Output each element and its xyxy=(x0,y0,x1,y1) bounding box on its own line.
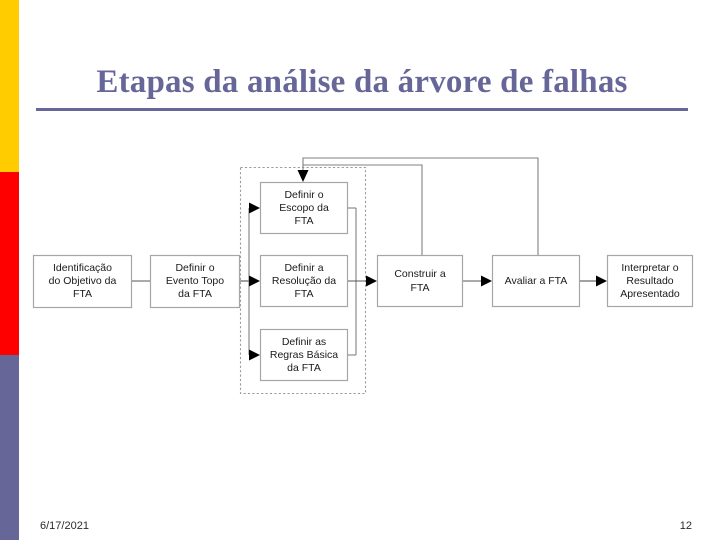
node-interpretar-resultado[interactable]: Interpretar o Resultado Apresentado xyxy=(606,254,694,308)
node-label-line: FTA xyxy=(294,288,313,300)
node-label-line: Regras Básica xyxy=(270,349,338,361)
footer-date: 6/17/2021 xyxy=(40,520,89,532)
node-label-line: Definir o xyxy=(175,262,214,274)
node-label-line: FTA xyxy=(410,282,429,294)
node-label-line: Definir o xyxy=(284,189,323,201)
arrow-bus-n3 xyxy=(249,202,260,214)
title-block: Etapas da análise da árvore de falhas xyxy=(36,62,688,111)
node-label-line: Definir a xyxy=(284,262,323,274)
accent-rail-slate xyxy=(0,355,19,540)
node-identificacao-objetivo[interactable]: Identificação do Objetivo da FTA xyxy=(32,254,133,309)
node-definir-escopo[interactable]: Definir o Escopo da FTA xyxy=(259,181,349,235)
node-label-line: da FTA xyxy=(287,362,321,374)
node-label-line: FTA xyxy=(294,215,313,227)
accent-rail-yellow xyxy=(0,0,19,172)
footer-page-number: 12 xyxy=(679,520,692,532)
node-label-line: Resolução da xyxy=(272,275,336,287)
arrow-n7-n8 xyxy=(596,275,607,287)
node-label-line: Definir as xyxy=(282,336,326,348)
node-label-line: do Objetivo da xyxy=(49,275,117,287)
node-label-line: Interpretar o xyxy=(621,262,678,274)
node-definir-regras-basicas[interactable]: Definir as Regras Básica da FTA xyxy=(259,328,349,382)
node-label-line: Resultado xyxy=(626,275,673,287)
arrow-bus-n6 xyxy=(366,275,377,287)
node-avaliar-fta[interactable]: Avaliar a FTA xyxy=(491,254,581,308)
node-label-line: Evento Topo xyxy=(166,275,224,287)
node-label-line: FTA xyxy=(73,288,92,300)
node-label-line: Avaliar a FTA xyxy=(505,275,568,287)
feedback-n7-to-n3 xyxy=(302,157,539,255)
arrow-n6-n7 xyxy=(481,275,492,287)
arrow-bus-n5 xyxy=(249,349,260,361)
title-underline xyxy=(36,108,688,111)
page-title: Etapas da análise da árvore de falhas xyxy=(96,64,628,100)
node-label-line: Escopo da xyxy=(279,202,329,214)
node-construir-fta[interactable]: Construir a FTA xyxy=(376,254,464,308)
node-definir-evento-topo[interactable]: Definir o Evento Topo da FTA xyxy=(149,254,241,309)
node-definir-resolucao[interactable]: Definir a Resolução da FTA xyxy=(259,254,349,308)
arrow-bus-n4 xyxy=(249,275,260,287)
node-label-line: da FTA xyxy=(178,288,212,300)
node-label-line: Construir a xyxy=(394,268,446,280)
arrow-feedback-into-n3 xyxy=(297,170,309,182)
node-label-line: Identificação xyxy=(53,262,112,274)
node-label-line: Apresentado xyxy=(620,288,680,300)
accent-rail-red xyxy=(0,172,19,355)
